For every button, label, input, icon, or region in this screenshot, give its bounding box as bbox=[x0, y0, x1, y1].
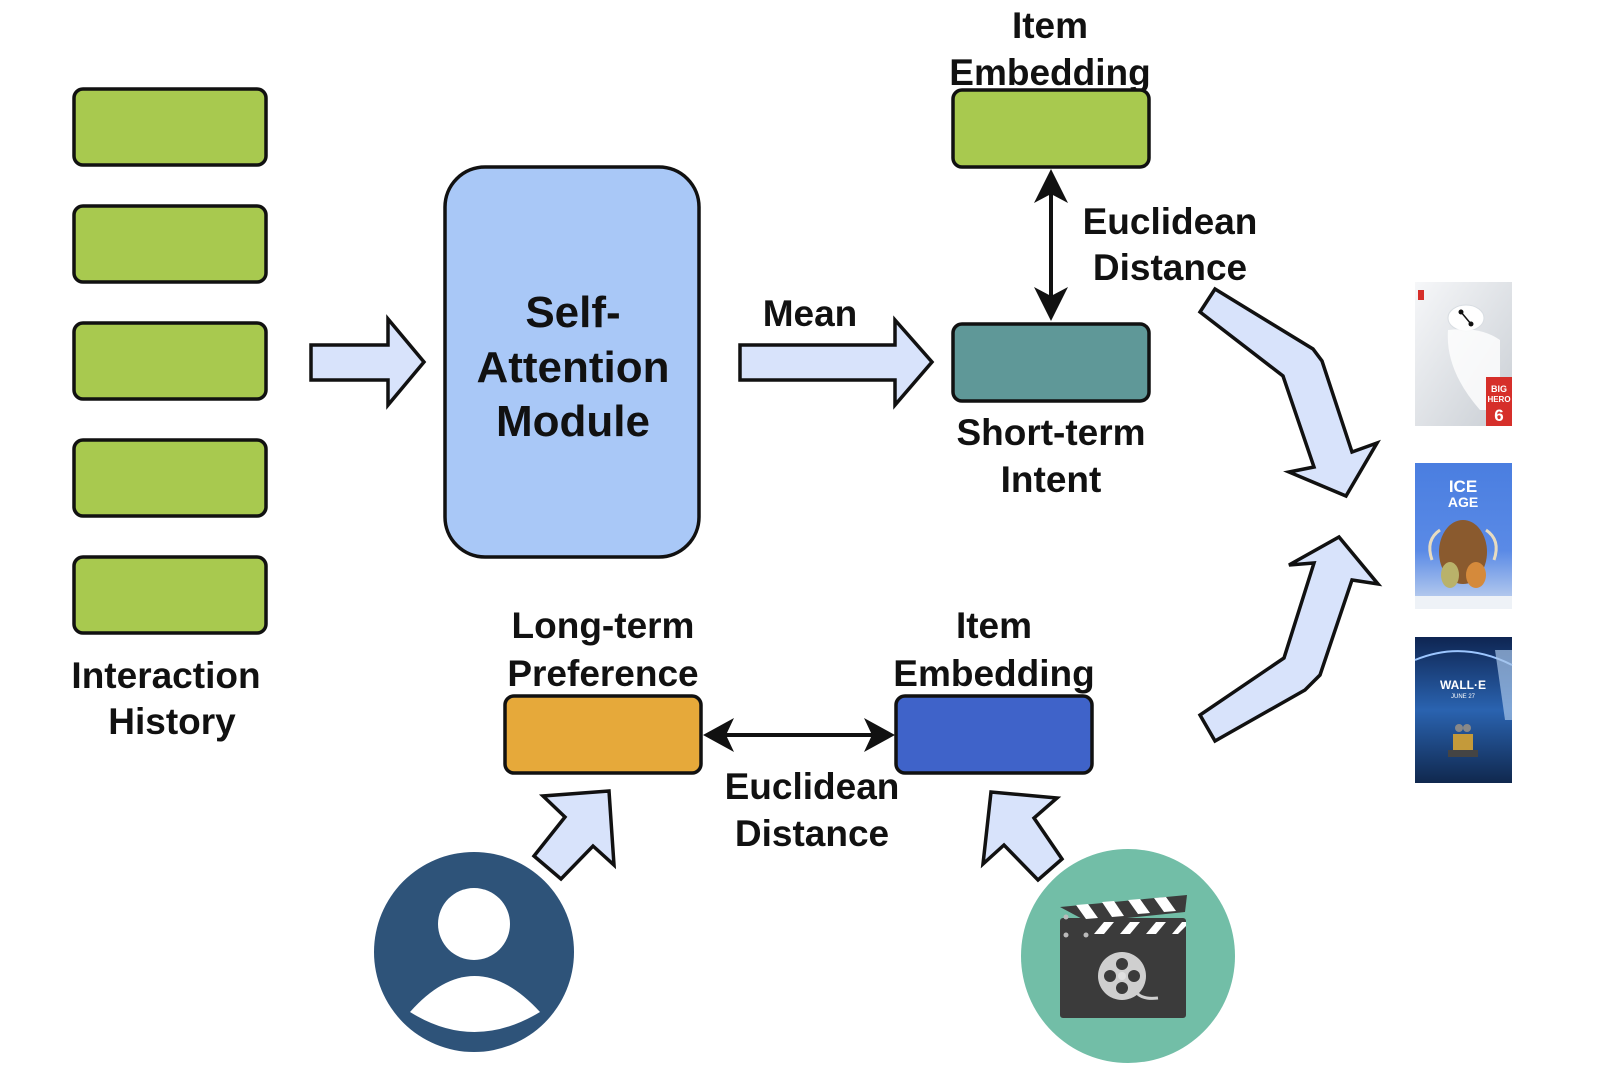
recommendation-posters: BIG HERO 6 ICE AGE WALL·E JUNE 27 bbox=[1414, 282, 1513, 783]
history-item bbox=[72, 321, 268, 401]
long-term-preference: Long-term Preference bbox=[503, 605, 703, 775]
euclidean-distance-top-arrow: Euclidean Distance bbox=[1034, 169, 1257, 321]
svg-text:JUNE 27: JUNE 27 bbox=[1451, 694, 1476, 700]
item-embedding-bottom-line1: Item bbox=[956, 605, 1032, 646]
attention-line3: Module bbox=[496, 397, 650, 446]
distance-top-line2: Distance bbox=[1093, 247, 1247, 288]
svg-text:ICE: ICE bbox=[1449, 477, 1477, 496]
item-embedding-top: Item Embedding bbox=[949, 5, 1151, 169]
short-term-intent-line1: Short-term bbox=[956, 412, 1145, 453]
item-embedding-bottom: Item Embedding bbox=[893, 605, 1095, 775]
user-arrow-icon bbox=[531, 789, 617, 882]
history-item bbox=[72, 555, 268, 635]
history-item bbox=[72, 204, 268, 284]
arrow-down-icon bbox=[1034, 287, 1068, 321]
film-arrow-icon bbox=[980, 790, 1065, 883]
svg-text:AGE: AGE bbox=[1448, 494, 1478, 510]
self-attention-module: Self- Attention Module bbox=[443, 165, 701, 559]
history-item bbox=[72, 87, 268, 167]
arrow-right-icon bbox=[864, 718, 895, 752]
attention-line2: Attention bbox=[476, 343, 669, 392]
svg-text:WALL·E: WALL·E bbox=[1440, 678, 1486, 692]
distance-bottom-line1: Euclidean bbox=[725, 766, 900, 807]
long-term-preference-line1: Long-term bbox=[512, 605, 695, 646]
mean-label: Mean bbox=[763, 293, 858, 334]
interaction-history-label-line1: Interaction bbox=[71, 655, 260, 696]
history-item bbox=[72, 438, 268, 518]
poster-wall-e[interactable]: WALL·E JUNE 27 bbox=[1414, 637, 1513, 783]
mean-arrow-icon bbox=[738, 315, 935, 410]
euclidean-distance-bottom-arrow: Euclidean Distance bbox=[703, 718, 899, 854]
short-term-intent-line2: Intent bbox=[1001, 459, 1102, 500]
flow-arrow-icon bbox=[309, 314, 427, 410]
attention-line1: Self- bbox=[525, 288, 620, 337]
poster-ice-age[interactable]: ICE AGE bbox=[1415, 463, 1512, 609]
svg-text:HERO: HERO bbox=[1487, 395, 1510, 404]
interaction-history-label-line2: History bbox=[108, 701, 236, 742]
svg-text:BIG: BIG bbox=[1491, 384, 1507, 394]
item-embedding-bottom-line2: Embedding bbox=[893, 653, 1094, 694]
mean-arrow: Mean bbox=[738, 293, 935, 410]
interaction-history: Interaction History bbox=[71, 87, 268, 742]
user-avatar-icon bbox=[374, 852, 574, 1052]
arrow-up-icon bbox=[1034, 169, 1068, 203]
long-term-preference-line2: Preference bbox=[507, 653, 698, 694]
short-term-intent: Short-term Intent bbox=[951, 322, 1151, 500]
svg-text:6: 6 bbox=[1494, 406, 1503, 425]
item-embedding-top-line2: Embedding bbox=[949, 52, 1150, 93]
distance-bottom-line2: Distance bbox=[735, 813, 889, 854]
film-clapperboard-icon bbox=[1021, 849, 1235, 1063]
arrow-left-icon bbox=[703, 718, 734, 752]
curved-arrow-up-icon bbox=[1197, 534, 1383, 744]
curved-arrow-down-icon bbox=[1197, 286, 1381, 499]
item-embedding-top-line1: Item bbox=[1012, 5, 1088, 46]
poster-big-hero-6[interactable]: BIG HERO 6 bbox=[1415, 282, 1512, 426]
distance-top-line1: Euclidean bbox=[1083, 201, 1258, 242]
